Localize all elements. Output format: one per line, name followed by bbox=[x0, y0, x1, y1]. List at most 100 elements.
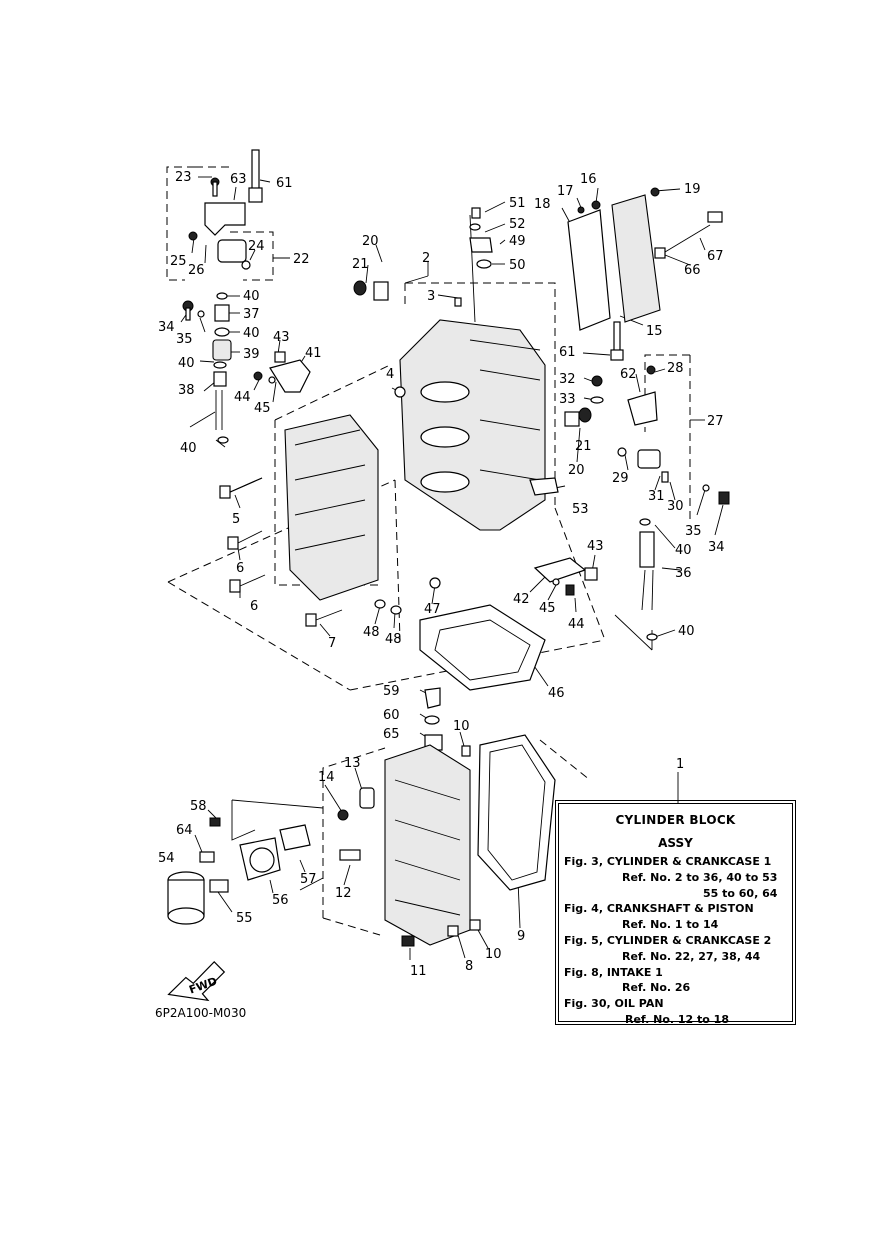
callout-number: 30 bbox=[667, 499, 684, 514]
callout-number: 55 bbox=[236, 911, 253, 926]
callout-number: 17 bbox=[557, 184, 574, 199]
part-shapes bbox=[167, 149, 730, 1002]
callout-number: 40 bbox=[178, 356, 195, 371]
callout-number: 36 bbox=[675, 566, 692, 581]
callout-number: 52 bbox=[509, 217, 526, 232]
callout-number: 64 bbox=[176, 823, 193, 838]
callout-number: 13 bbox=[344, 756, 361, 771]
callout-number: 61 bbox=[276, 176, 293, 191]
callout-number: 16 bbox=[580, 172, 597, 187]
callout-number: 18 bbox=[534, 197, 551, 212]
callout-number: 6 bbox=[250, 599, 258, 614]
callout-number: 39 bbox=[243, 347, 260, 362]
legend-fig: Fig. 4, CRANKSHAFT & PISTON bbox=[564, 902, 754, 916]
legend-ref: Ref. No. 1 to 14 bbox=[622, 918, 719, 932]
callout-number: 44 bbox=[234, 390, 251, 405]
dashed-group-boxes bbox=[166, 166, 705, 936]
callout-number: 10 bbox=[485, 947, 502, 962]
callout-number: 40 bbox=[243, 326, 260, 341]
callout-number: 46 bbox=[548, 686, 565, 701]
callout-number: 12 bbox=[335, 886, 352, 901]
callout-number: 35 bbox=[685, 524, 702, 539]
callout-number: 56 bbox=[272, 893, 289, 908]
callout-number: 22 bbox=[293, 252, 310, 267]
callout-number: 43 bbox=[587, 539, 604, 554]
callout-number: 66 bbox=[684, 263, 701, 278]
callout-number: 61 bbox=[559, 345, 576, 360]
callout-number: 45 bbox=[539, 601, 556, 616]
callout-number: 62 bbox=[620, 367, 637, 382]
callout-numbers: 1 2 3 4 5 6 6 7 8 9 10 10 11 12 13 14 15… bbox=[158, 170, 725, 979]
diagram-code: 6P2A100-M030 bbox=[155, 1006, 247, 1020]
callout-number: 44 bbox=[568, 617, 585, 632]
callout-number: 15 bbox=[646, 324, 663, 339]
callout-number: 5 bbox=[232, 512, 240, 527]
callout-number: 60 bbox=[383, 708, 400, 723]
legend-box: CYLINDER BLOCK ASSY Fig. 3, CYLINDER & C… bbox=[555, 800, 796, 1026]
callout-number: 43 bbox=[273, 330, 290, 345]
callout-number: 48 bbox=[363, 625, 380, 640]
callout-number: 34 bbox=[158, 320, 175, 335]
callout-number: 2 bbox=[422, 251, 430, 266]
callout-number: 1 bbox=[676, 757, 684, 772]
callout-number: 20 bbox=[362, 234, 379, 249]
callout-number: 63 bbox=[230, 172, 247, 187]
callout-number: 41 bbox=[305, 346, 322, 361]
callout-number: 33 bbox=[559, 392, 576, 407]
callout-number: 65 bbox=[383, 727, 400, 742]
callout-number: 40 bbox=[675, 543, 692, 558]
callout-number: 25 bbox=[170, 254, 187, 269]
callout-number: 38 bbox=[178, 383, 195, 398]
callout-number: 21 bbox=[352, 257, 369, 272]
legend-ref: Ref. No. 26 bbox=[622, 981, 691, 995]
callout-number: 6 bbox=[236, 561, 244, 576]
callout-number: 7 bbox=[328, 636, 336, 651]
callout-number: 20 bbox=[568, 463, 585, 478]
callout-number: 21 bbox=[575, 439, 592, 454]
callout-number: 14 bbox=[318, 770, 335, 785]
callout-number: 42 bbox=[513, 592, 530, 607]
callout-number: 45 bbox=[254, 401, 271, 416]
legend-fig: Fig. 5, CYLINDER & CRANKCASE 2 bbox=[564, 933, 772, 947]
fwd-arrow-icon bbox=[167, 960, 226, 1002]
callout-number: 10 bbox=[453, 719, 470, 734]
callout-number: 49 bbox=[509, 234, 526, 249]
callout-number: 58 bbox=[190, 799, 207, 814]
callout-number: 50 bbox=[509, 258, 526, 273]
legend-fig: Fig. 30, OIL PAN bbox=[564, 997, 664, 1011]
callout-number: 8 bbox=[465, 959, 473, 974]
legend-ref: 55 to 60, 64 bbox=[703, 886, 778, 900]
legend-ref: Ref. No. 12 to 18 bbox=[625, 1012, 729, 1026]
callout-number: 31 bbox=[648, 489, 665, 504]
callout-number: 26 bbox=[188, 263, 205, 278]
callout-number: 51 bbox=[509, 196, 526, 211]
callout-number: 40 bbox=[180, 441, 197, 456]
legend-fig: Fig. 8, INTAKE 1 bbox=[564, 965, 663, 979]
callout-number: 37 bbox=[243, 307, 260, 322]
callout-number: 54 bbox=[158, 851, 175, 866]
callout-number: 67 bbox=[707, 249, 724, 264]
legend-fig: Fig. 3, CYLINDER & CRANKCASE 1 bbox=[564, 855, 772, 868]
legend-title: CYLINDER BLOCK bbox=[615, 813, 736, 827]
callout-number: 19 bbox=[684, 182, 701, 197]
callout-number: 29 bbox=[612, 471, 629, 486]
legend-ref: Ref. No. 22, 27, 38, 44 bbox=[622, 949, 761, 963]
legend-ref: Ref. No. 2 to 36, 40 to 53 bbox=[622, 870, 778, 884]
callout-number: 53 bbox=[572, 502, 589, 517]
legend-assy: ASSY bbox=[658, 836, 693, 850]
callout-number: 32 bbox=[559, 372, 576, 387]
callout-number: 23 bbox=[175, 170, 192, 185]
callout-number: 40 bbox=[678, 624, 695, 639]
callout-number: 40 bbox=[243, 289, 260, 304]
callout-number: 34 bbox=[708, 540, 725, 555]
callout-number: 28 bbox=[667, 361, 684, 376]
callout-number: 35 bbox=[176, 332, 193, 347]
callout-number: 24 bbox=[248, 239, 265, 254]
callout-number: 4 bbox=[386, 367, 394, 382]
callout-number: 9 bbox=[517, 929, 525, 944]
callout-number: 57 bbox=[300, 872, 317, 887]
callout-number: 11 bbox=[410, 964, 427, 979]
callout-number: 48 bbox=[385, 632, 402, 647]
callout-number: 3 bbox=[427, 289, 435, 304]
